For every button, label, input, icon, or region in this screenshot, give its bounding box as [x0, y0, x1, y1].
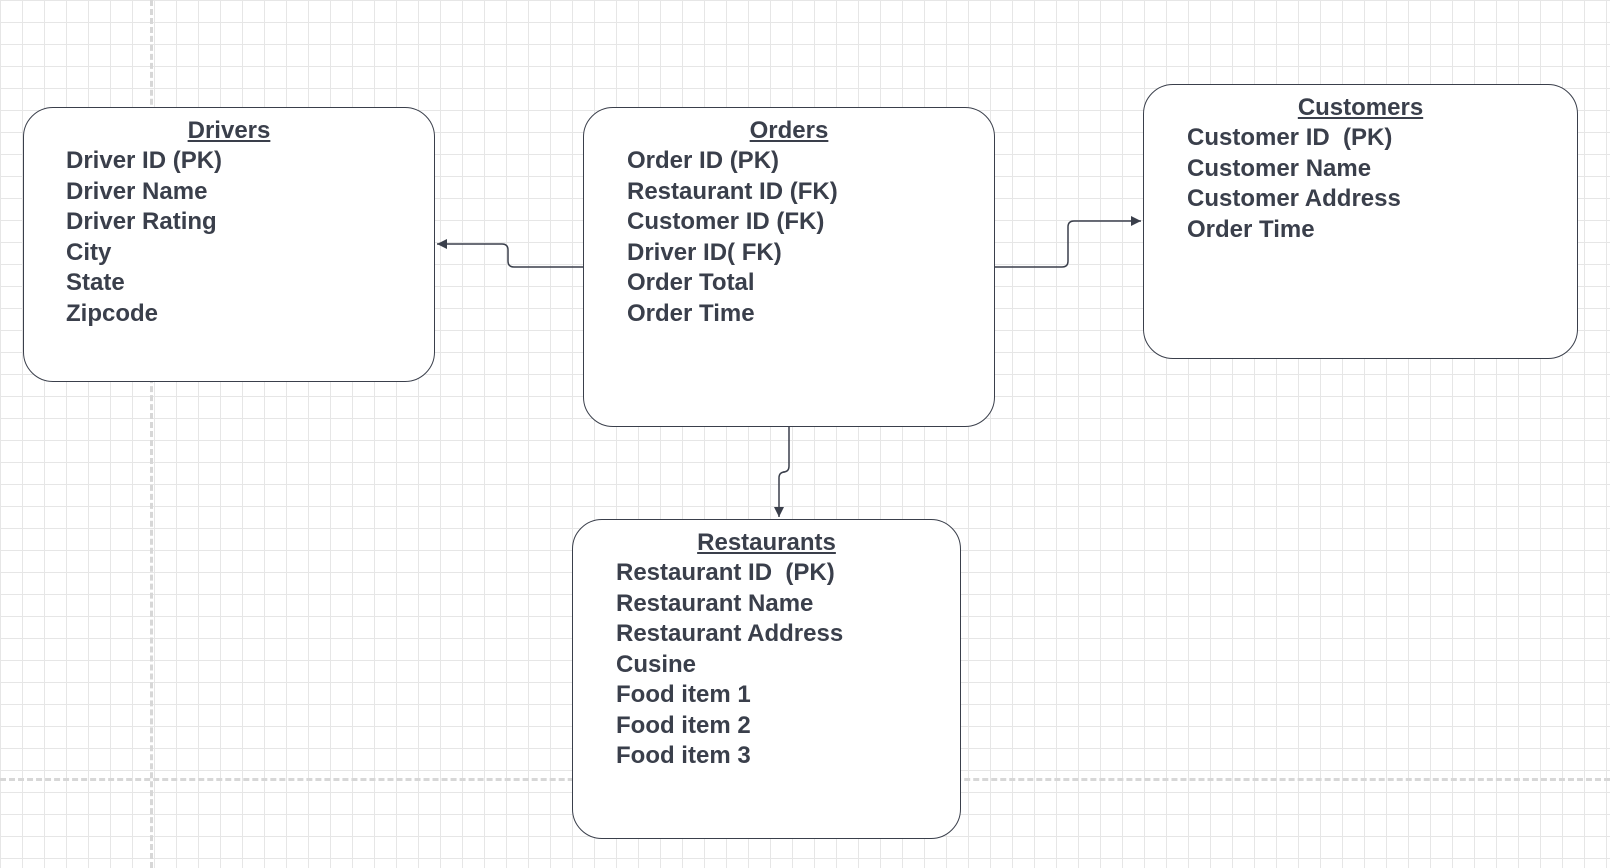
entity-drivers[interactable]: Drivers Driver ID (PK) Driver Name Drive…	[23, 107, 435, 382]
field-zipcode: Zipcode	[66, 299, 159, 327]
field-driver-id-fk: Driver ID( FK)	[627, 238, 782, 266]
field-state: State	[66, 269, 125, 296]
field-list-orders: Order ID (PK) Restaurant ID (FK) Custome…	[627, 146, 838, 329]
connector-orders-restaurants[interactable]	[774, 427, 790, 517]
field-restaurant-address: Restaurant Address	[616, 620, 844, 647]
field-order-id: Order ID (PK)	[627, 147, 780, 174]
entity-customers[interactable]: Customers Customer ID (PK) Customer Name…	[1143, 84, 1578, 359]
field-list-restaurants: Restaurant ID (PK) Restaurant Name Resta…	[616, 558, 843, 772]
entity-restaurants[interactable]: Restaurants Restaurant ID (PK) Restauran…	[572, 519, 961, 839]
field-list-drivers: Driver ID (PK) Driver Name Driver Rating…	[66, 146, 222, 329]
field-cusine: Cusine	[616, 650, 697, 678]
field-customer-address: Customer Address	[1187, 185, 1401, 212]
entity-title-drivers: Drivers	[187, 117, 271, 144]
field-driver-id: Driver ID (PK)	[66, 147, 223, 174]
entity-title-restaurants: Restaurants	[697, 529, 836, 556]
field-city: City	[66, 238, 112, 266]
field-customer-id-fk: Customer ID (FK)	[627, 208, 825, 235]
field-list-customers: Customer ID (PK) Customer Name Customer …	[1187, 123, 1401, 245]
field-order-total: Order Total	[627, 269, 755, 296]
field-restaurant-name: Restaurant Name	[616, 589, 814, 617]
field-restaurant-id-fk: Restaurant ID (FK)	[627, 177, 838, 205]
field-customer-name: Customer Name	[1187, 154, 1372, 182]
field-driver-name: Driver Name	[66, 177, 208, 205]
entity-orders[interactable]: Orders Order ID (PK) Restaurant ID (FK) …	[583, 107, 995, 427]
field-customer-order-time: Order Time	[1187, 215, 1315, 243]
field-food-item-1: Food item 1	[616, 681, 751, 708]
canvas-guide-vertical	[150, 0, 153, 868]
field-restaurant-id: Restaurant ID (PK)	[616, 559, 835, 586]
field-driver-rating: Driver Rating	[66, 208, 217, 235]
entity-title-orders: Orders	[749, 117, 829, 144]
entity-title-customers: Customers	[1297, 94, 1424, 121]
field-food-item-3: Food item 3	[616, 742, 751, 769]
connector-orders-drivers[interactable]	[437, 239, 583, 268]
connector-orders-customers[interactable]	[995, 216, 1141, 268]
field-order-time: Order Time	[627, 299, 755, 327]
field-food-item-2: Food item 2	[616, 711, 751, 739]
field-customer-id: Customer ID (PK)	[1187, 124, 1393, 151]
